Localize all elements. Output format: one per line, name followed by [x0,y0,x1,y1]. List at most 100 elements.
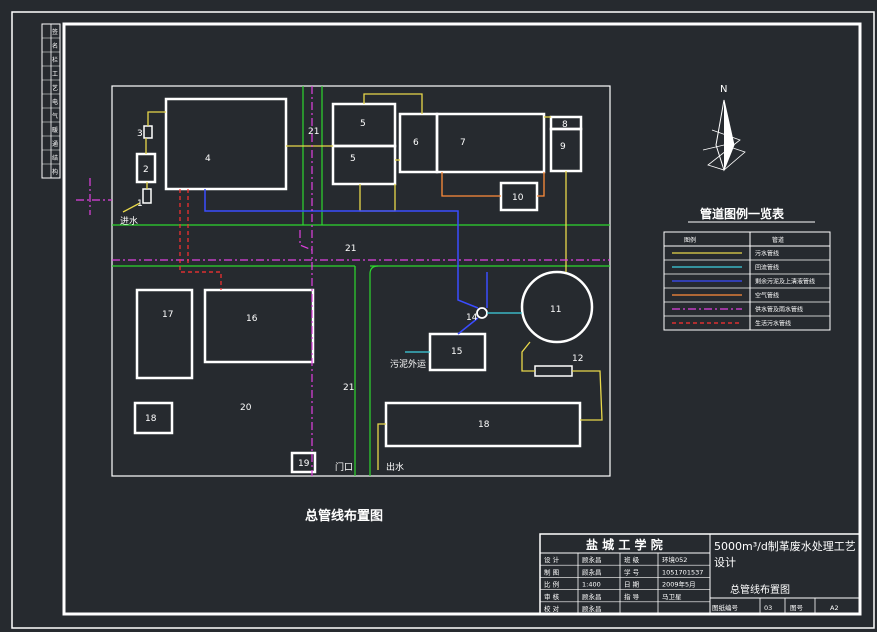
unit-18a-box [133,401,174,435]
strip-cell-label: 栏 [52,56,58,64]
unit-label: 7 [460,138,466,148]
title-block-bottom-cell: 03 [764,604,772,612]
unit-label: 18 [478,420,490,430]
title-block-cell: 顾永昌 [582,555,602,564]
legend-title: 管道图例一览表 [700,206,785,221]
roads [112,86,610,476]
school-name: 盐 城 工 学 院 [586,537,663,552]
title-block-cell: 比 例 [544,580,559,589]
title-block-cell: 校 对 [544,604,560,613]
unit-label: 17 [162,310,173,320]
unit-9-box [549,127,583,173]
unit-label: 1 [137,199,143,209]
legend-row-label: 剩余污泥及上清液管线 [755,278,815,286]
unit-label: 5 [350,154,356,164]
title-block-cell: 审 核 [544,592,560,601]
outer-frame [11,11,875,629]
unit-label: 15 [451,347,462,357]
unit-label: 11 [550,305,561,315]
unit-labels: 1 2 3 4 5 5 6 7 8 9 10 11 12 14 15 16 17… [137,119,583,469]
title-block-cell: 2009年5月 [662,580,696,589]
strip-cell-label: 构 [52,168,58,176]
unit-label: 3 [137,129,143,139]
unit-label: 8 [562,120,568,130]
svg-text:N: N [720,84,727,95]
unit-label: 19 [298,459,310,469]
unit-19-box [290,451,317,474]
unit-label: 18 [145,414,157,424]
unit-16-box [203,288,315,364]
outlet-label: 出水 [386,461,404,473]
unit-label: 20 [240,403,252,413]
project-title-line2: 设计 [714,556,736,569]
unit-label: 6 [413,138,419,148]
water-pipeline [76,86,610,476]
unit-11-tank [520,270,594,344]
buildings [133,97,594,474]
legend-col-name: 管道 [772,236,784,244]
legend-col-symbol: 图例 [684,236,696,244]
title-block-cell: 顾永昌 [582,592,602,601]
title-block-cell: 班 级 [624,555,640,564]
title-block-cell: 学 号 [624,567,640,576]
return-pipeline [405,312,522,353]
strip-cell-label: 结 [52,154,58,162]
unit-label: 4 [205,154,211,164]
unit-label: 9 [560,142,566,152]
unit-5b-box [331,144,397,186]
unit-3-box [143,125,153,139]
strip-cell-label: 电 [52,98,58,106]
strip-cell-label: 通 [52,140,58,148]
title-block-cell: 马卫星 [662,593,682,601]
unit-4-box [164,97,288,191]
title-block-cell: 顾永昌 [582,567,602,576]
road-label: 21 [343,383,354,393]
air-pipeline [441,172,545,197]
legend-row-label: 生活污水管线 [755,320,791,328]
title-block-cell: 日 期 [624,581,640,589]
drawing-name: 总管线布置图 [730,583,790,596]
strip-cell-label: 名 [52,42,58,50]
north-arrow-icon: N [702,84,746,172]
unit-12-box [534,365,573,377]
unit-17-box [135,288,194,380]
unit-label: 5 [360,119,366,129]
project-title-line1: 5000m³/d制革废水处理工艺 [714,539,856,553]
inlet-label: 进水 [120,215,138,227]
title-block: 盐 城 工 学 院 5000m³/d制革废水处理工艺 设计 总管线布置图 设 计… [539,533,861,615]
plant-boundary [111,85,611,477]
unit-1-box [142,188,152,204]
title-block-bottom-cell: 图纸编号 [712,603,739,612]
legend-row-label: 供水管及雨水管线 [755,306,803,314]
unit-label: 10 [512,193,524,203]
title-block-cell: 制 图 [544,567,559,576]
sludge-pipeline [204,189,488,335]
road-label: 21 [345,244,356,254]
title-block-bottom-cell: 图号 [790,604,804,612]
unit-label: 14 [466,313,478,323]
title-block-cell: 顾永昌 [582,604,602,613]
plan-title: 总管线布置图 [305,508,383,524]
inner-frame [62,22,862,616]
sludge-outlet-label: 污泥外运 [390,358,426,370]
legend-row-label: 污水管线 [755,250,779,258]
title-block-cell: 环境052 [662,555,687,564]
legend-row-label: 空气管线 [755,292,779,300]
road-label: 21 [308,127,319,137]
unit-label: 16 [246,314,258,324]
unit-14-pump [476,307,488,319]
title-block-cell: 1:400 [582,581,601,589]
title-block-bottom-cell: A2 [830,604,839,612]
unit-7-box [435,112,546,174]
strip-cell-label: 签 [52,28,58,36]
sewage-pipeline [122,93,603,470]
unit-label: 2 [143,165,149,175]
legend: 管道图例一览表 图例 管道 污水管线回流管线剩余污泥及上清液管线空气管线供水管及… [663,206,831,331]
domestic-pipeline [179,189,222,290]
title-block-cell: 指 导 [624,592,640,601]
strip-cell-label: 暖 [52,126,58,134]
strip-cell-label: 艺 [52,84,58,92]
legend-row-label: 回流管线 [755,264,779,272]
